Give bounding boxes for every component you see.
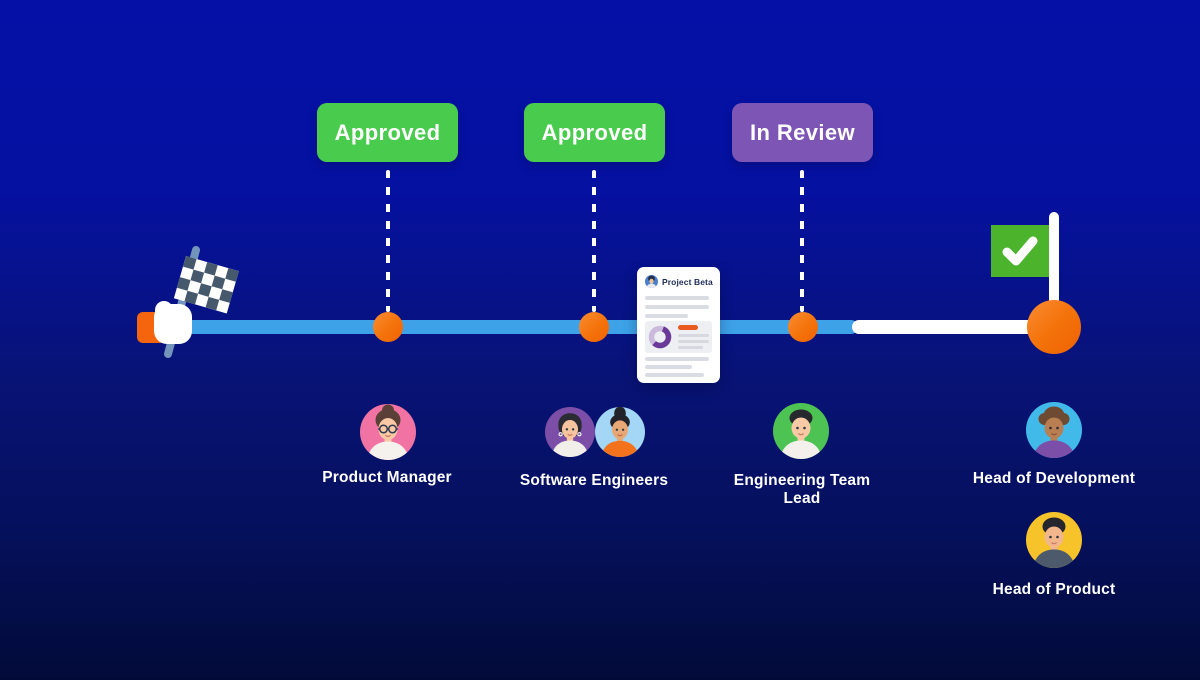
role-label-product-manager: Product Manager (322, 469, 452, 486)
text-placeholder-line (678, 340, 709, 343)
product-manager-avatar (360, 404, 416, 460)
text-placeholder-line (678, 346, 703, 349)
card-header: Project Beta (645, 275, 713, 288)
glasses-icon (378, 424, 398, 434)
dashed-connector (386, 170, 390, 312)
timeline-completed-track (160, 320, 858, 334)
project-document-card: Project Beta (637, 267, 720, 383)
text-placeholder-line (678, 334, 709, 337)
highlight-bar (678, 325, 698, 330)
hand-fist (154, 301, 192, 344)
text-placeholder-line (645, 373, 704, 377)
check-flag-icon (991, 225, 1049, 277)
timeline-remaining-track (852, 320, 1054, 334)
engineering-team-lead-avatar (773, 403, 829, 459)
checkmark-icon (1002, 236, 1038, 266)
role-label-software-engineers: Software Engineers (519, 472, 669, 489)
project-avatar-icon (645, 275, 658, 288)
status-badge-approved-1: Approved (317, 103, 458, 162)
software-engineer-avatar-1 (545, 407, 595, 457)
dashed-connector (800, 170, 804, 312)
finish-flag-pole (1049, 212, 1059, 330)
text-placeholder-line (645, 296, 709, 300)
milestone-dot (788, 312, 818, 342)
text-placeholder-line (645, 314, 688, 318)
status-badge-approved-2: Approved (524, 103, 665, 162)
text-placeholder-line (645, 357, 709, 361)
milestone-dot (373, 312, 403, 342)
status-badge-in-review: In Review (732, 103, 873, 162)
head-of-product-avatar (1026, 512, 1082, 568)
role-label-engineering-team-lead: Engineering Team Lead (733, 472, 871, 507)
card-title: Project Beta (662, 276, 713, 287)
earrings-icon (558, 432, 582, 437)
dashed-connector (592, 170, 596, 312)
card-stats-panel (645, 321, 712, 353)
finish-milestone-dot (1027, 300, 1081, 354)
head-of-development-avatar (1026, 402, 1082, 458)
text-placeholder-line (645, 365, 692, 369)
role-label-head-of-product: Head of Product (992, 581, 1116, 598)
checkered-flag-icon (137, 246, 239, 358)
software-engineer-avatar-2 (595, 407, 645, 457)
role-label-head-of-development: Head of Development (972, 470, 1136, 487)
text-placeholder-line (645, 305, 709, 309)
donut-chart-icon (648, 325, 672, 349)
milestone-dot (579, 312, 609, 342)
